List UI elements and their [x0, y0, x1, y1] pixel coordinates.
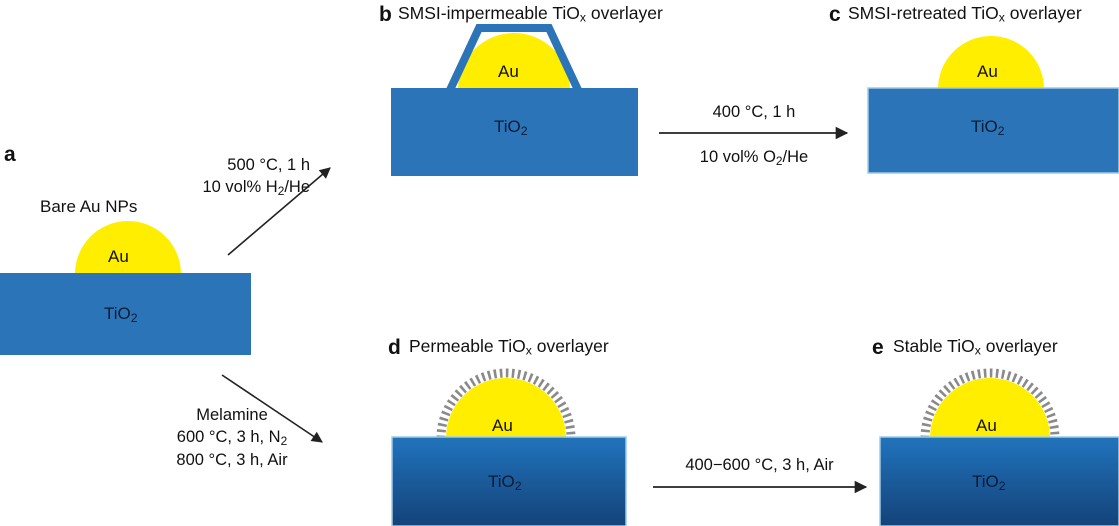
panel-title-c-main: SMSI-retreated TiO — [848, 3, 999, 23]
arrow-a-to-d-line2-sub: 2 — [280, 433, 288, 448]
panel-b-gold-label: Au — [498, 62, 519, 81]
panel-e-substrate-formula: TiO — [972, 472, 999, 491]
panel-letter-c: c — [829, 3, 841, 26]
arrow-a-to-d-line1: Melamine — [196, 406, 268, 424]
panel-title-d-main: Permeable TiO — [409, 336, 526, 356]
panel-letter-d: d — [388, 336, 401, 359]
panel-d-tio2-substrate — [391, 436, 627, 526]
arrow-a-to-b-line2-pre: 10 vol% H — [202, 177, 278, 196]
panel-d-substrate-subscript: 2 — [514, 479, 522, 494]
panel-b-substrate-formula: TiO — [494, 117, 521, 136]
arrow-b-to-c-below-post: /He — [782, 148, 809, 166]
panel-a-graphic — [0, 221, 251, 355]
panel-title-d-tail: overlayer — [531, 336, 609, 356]
panel-c-substrate-subscript: 2 — [997, 124, 1005, 139]
panel-c-gold-label: Au — [977, 62, 998, 81]
panel-b-substrate-subscript: 2 — [520, 124, 528, 139]
arrow-a-to-d — [221, 374, 323, 443]
panel-e-substrate-subscript: 2 — [998, 479, 1006, 494]
panel-c-tio2-substrate — [867, 87, 1119, 174]
arrow-a-to-d-line2: 600 °C, 3 h, N2 — [148, 427, 316, 450]
panel-title-c-tail: overlayer — [1004, 3, 1082, 23]
panel-letter-a: a — [4, 143, 16, 166]
arrow-a-to-d-line3: 800 °C, 3 h, Air — [176, 450, 288, 469]
panel-title-c: SMSI-retreated TiOx overlayer — [848, 3, 1082, 25]
arrow-d-to-e-label: 400−600 °C, 3 h, Air — [685, 456, 834, 474]
panel-e-gold-label: Au — [976, 416, 997, 435]
panel-e-substrate-label: TiO2 — [972, 473, 1006, 492]
arrow-a-to-d-label: Melamine 600 °C, 3 h, N2 800 °C, 3 h, Ai… — [148, 405, 316, 472]
panel-a-tio2-substrate — [0, 273, 251, 355]
panel-title-b-main: SMSI-impermeable TiO — [398, 3, 580, 23]
panel-a-substrate-label: TiO2 — [104, 305, 138, 324]
arrow-b-to-c-label-above: 400 °C, 1 h — [712, 103, 796, 121]
arrow-b-to-c-below-pre: 10 vol% O — [699, 148, 776, 166]
panel-title-b: SMSI-impermeable TiOx overlayer — [398, 3, 663, 25]
panel-title-b-tail: overlayer — [585, 3, 663, 23]
panel-letter-e: e — [872, 336, 884, 359]
panel-a-gold-label: Au — [108, 247, 129, 266]
arrow-a-to-b-line2-post: /He — [284, 177, 310, 196]
panel-a-substrate-formula: TiO — [104, 304, 131, 323]
panel-d-substrate-formula: TiO — [488, 472, 515, 491]
panel-c-graphic — [867, 36, 1119, 174]
panel-e-graphic — [879, 368, 1119, 526]
panel-b-substrate-label: TiO2 — [494, 118, 528, 137]
panel-title-e-subscript: x — [974, 343, 981, 358]
arrow-a-to-b-line1: 500 °C, 1 h — [227, 156, 310, 174]
panel-a-caption: Bare Au NPs — [40, 197, 138, 216]
arrow-b-to-c-label-below: 10 vol% O2/He — [661, 147, 847, 170]
arrow-a-to-d-line2-pre: 600 °C, 3 h, N — [176, 427, 281, 446]
arrow-b-to-c-below-sub: 2 — [775, 153, 783, 168]
panel-e-tio2-substrate — [879, 436, 1119, 526]
arrow-a-to-b-line2: 10 vol% H2/He — [110, 177, 311, 200]
arrow-a-to-b — [227, 167, 331, 256]
panel-title-e-tail: overlayer — [980, 336, 1058, 356]
panel-letter-b: b — [379, 3, 392, 26]
panel-c-substrate-label: TiO2 — [971, 118, 1005, 137]
panel-a-substrate-subscript: 2 — [130, 311, 138, 326]
panel-title-b-subscript: x — [579, 10, 586, 25]
panel-title-d-subscript: x — [525, 343, 532, 358]
arrow-a-to-b-line2-sub: 2 — [277, 183, 285, 198]
panel-title-c-subscript: x — [998, 10, 1005, 25]
panel-d-gold-label: Au — [492, 416, 513, 435]
panel-b-impermeable-overlayer — [446, 24, 582, 92]
panel-d-graphic — [391, 368, 627, 526]
panel-d-substrate-label: TiO2 — [488, 473, 522, 492]
arrow-a-to-b-label: 500 °C, 1 h 10 vol% H2/He — [110, 155, 311, 200]
panel-b-tio2-substrate — [391, 88, 638, 176]
panel-b-graphic — [391, 24, 638, 176]
panel-c-substrate-formula: TiO — [971, 117, 998, 136]
panel-title-d: Permeable TiOx overlayer — [409, 336, 609, 358]
panel-title-e: Stable TiOx overlayer — [893, 336, 1058, 358]
panel-title-e-main: Stable TiO — [893, 336, 975, 356]
